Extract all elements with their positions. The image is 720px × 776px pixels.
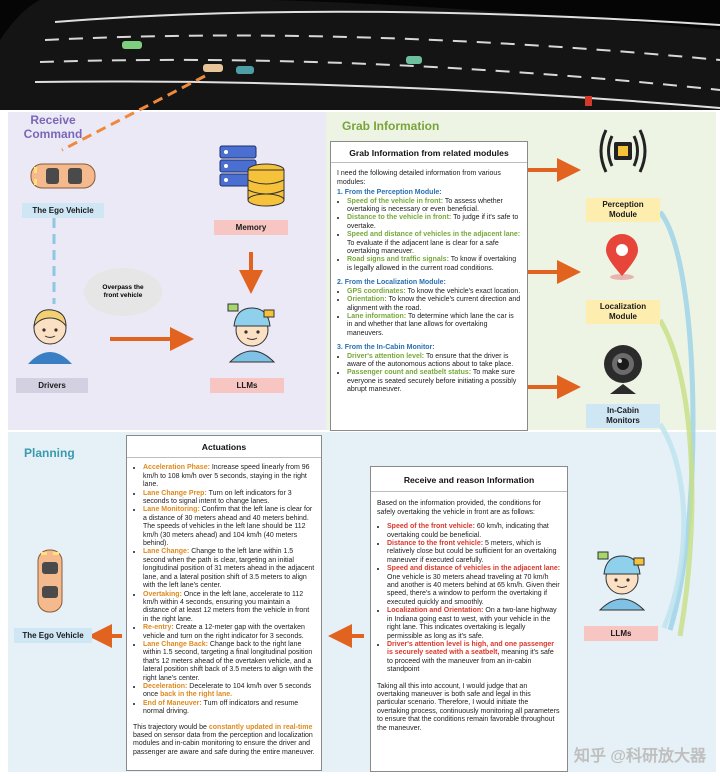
list-item: Driver's attention level is high, and on… bbox=[387, 641, 561, 675]
road-illustration bbox=[0, 0, 720, 110]
llms-label: LLMs bbox=[210, 378, 284, 393]
ego-car-icon bbox=[37, 549, 63, 613]
list-item: Orientation: To know the vehicle's curre… bbox=[347, 296, 521, 313]
list-item: Lane information: To determine which lan… bbox=[347, 313, 521, 338]
perception-feedback-curve bbox=[658, 210, 696, 631]
watermark: 知乎 @科研放大器 bbox=[573, 748, 706, 765]
list-item: Lane Change Prep: Turn on left indicator… bbox=[143, 490, 315, 507]
traffic-car-aqua bbox=[406, 56, 422, 64]
command-dashed-line bbox=[61, 74, 206, 152]
traffic-car-green bbox=[122, 41, 142, 49]
ego-vehicle-planning-label: The Ego Vehicle bbox=[14, 628, 92, 643]
localization-module-label: Localization Module bbox=[586, 300, 660, 324]
incabin-monitors-label: In-Cabin Monitors bbox=[586, 404, 660, 428]
list-item: Speed of the front vehicle: 60 km/h, ind… bbox=[387, 523, 561, 540]
incabin-feedback-curve bbox=[657, 422, 687, 629]
actuations-box: Actuations Acceleration Phase: Increase … bbox=[126, 435, 322, 771]
list-item: Driver's attention level: To ensure that… bbox=[347, 353, 521, 370]
list-item: Lane Change: Change to the left lane wit… bbox=[143, 548, 315, 590]
highway-scene bbox=[0, 0, 720, 110]
list-item: Passenger count and seatbelt status: To … bbox=[347, 369, 521, 394]
list-item: Localization and Orientation: On a two-l… bbox=[387, 607, 561, 641]
robot-llm-icon bbox=[597, 551, 646, 611]
list-item: Distance to the vehicle in front: To jud… bbox=[347, 214, 521, 231]
reason-box-intro: Based on the information provided, the c… bbox=[377, 500, 541, 516]
list-item: Distance to the front vehicle: 5 meters,… bbox=[387, 540, 561, 565]
grab-information-title: Grab Information bbox=[342, 119, 440, 133]
ego-vehicle-label: The Ego Vehicle bbox=[22, 203, 104, 218]
actuations-box-title: Actuations bbox=[201, 442, 247, 452]
receive-command-title: Receive Command bbox=[23, 113, 83, 141]
reason-box-outro: Taking all this into account, I would ju… bbox=[377, 682, 560, 732]
grab-box-intro: I need the following detailed informatio… bbox=[337, 170, 501, 186]
list-item: Deceleration: Decelerate to 104 km/h ove… bbox=[143, 683, 315, 700]
ego-car-top-small bbox=[203, 64, 223, 72]
grab-information-box: Grab Information from related modules I … bbox=[330, 141, 528, 431]
traffic-car-teal bbox=[236, 66, 254, 74]
driver-speech-bubble: Overpass the front vehicle bbox=[84, 268, 162, 316]
list-item: Speed and distance of vehicles in the ad… bbox=[387, 565, 561, 607]
server-database-icon bbox=[219, 145, 285, 207]
llms-planning-label: LLMs bbox=[584, 626, 658, 641]
grab-group-heading: 3. From the In-Cabin Monitor: bbox=[337, 344, 435, 352]
list-item: Lane Change Back: Change back to the rig… bbox=[143, 641, 315, 683]
reason-box-title: Receive and reason Information bbox=[403, 475, 535, 485]
list-item: GPS coordinates: To know the vehicle's e… bbox=[347, 288, 521, 296]
perception-module-label: Perception Module bbox=[586, 198, 660, 222]
location-pin-icon bbox=[606, 234, 638, 280]
sensor-chip-icon bbox=[599, 129, 647, 173]
list-item: Re-entry: Create a 12-meter gap with the… bbox=[143, 624, 315, 641]
list-item: Overtaking: Once in the left lane, accel… bbox=[143, 591, 315, 625]
webcam-icon bbox=[604, 345, 642, 394]
list-item: Acceleration Phase: Increase speed linea… bbox=[143, 464, 315, 489]
driver-avatar-icon bbox=[28, 309, 72, 364]
localization-feedback-curve bbox=[657, 318, 695, 637]
drivers-label: Drivers bbox=[16, 378, 88, 393]
reason-box: Receive and reason Information Based on … bbox=[370, 466, 568, 772]
list-item: Lane Monitoring: Confirm that the left l… bbox=[143, 506, 315, 548]
list-item: Road signs and traffic signals: To know … bbox=[347, 256, 521, 273]
robot-llm-icon bbox=[227, 303, 276, 363]
actuations-outro: This trajectory would be constantly upda… bbox=[133, 723, 315, 756]
list-item: Speed of the vehicle in front: To assess… bbox=[347, 198, 521, 215]
planning-title: Planning bbox=[24, 446, 75, 460]
memory-label: Memory bbox=[214, 220, 288, 235]
ego-car-icon bbox=[30, 163, 96, 189]
list-item: End of Maneuver: Turn off indicators and… bbox=[143, 700, 315, 717]
grab-box-title: Grab Information from related modules bbox=[349, 148, 509, 158]
grab-group-heading: 2. From the Localization Module: bbox=[337, 279, 446, 287]
list-item: Speed and distance of vehicles in the ad… bbox=[347, 231, 521, 256]
grab-group-heading: 1. From the Perception Module: bbox=[337, 189, 442, 197]
red-marker bbox=[585, 96, 592, 106]
